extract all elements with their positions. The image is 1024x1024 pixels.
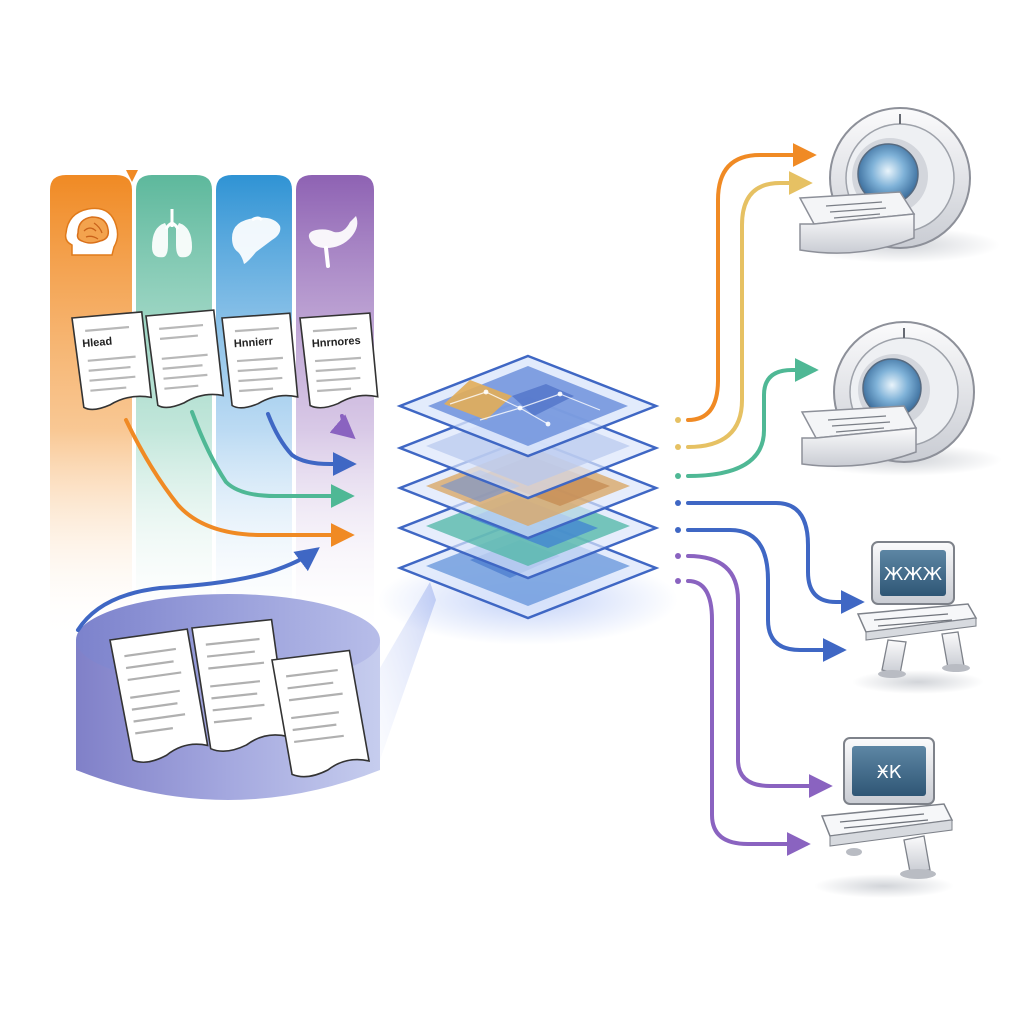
arrow-head-to-model <box>124 418 355 547</box>
screen-text: ЖЖЖ <box>884 564 943 585</box>
document-card-lungs <box>145 309 225 409</box>
arrow-model-to-ct-middle <box>686 358 819 478</box>
workstation-icon: ӾК <box>814 737 954 898</box>
database-document <box>191 618 289 753</box>
document-label: Hnnierr <box>233 335 274 350</box>
document-label: Hlead <box>82 336 113 351</box>
model-layer-top <box>396 354 660 458</box>
document-database <box>76 547 436 800</box>
ct-scanner-icon <box>800 321 1002 476</box>
arrow-model-to-workstation-a <box>686 501 865 614</box>
ct-scanner-icon <box>798 107 1000 263</box>
column-documents: Hlead Hnnierr Hnrnores <box>71 309 379 411</box>
organ-columns <box>50 170 374 640</box>
document-card-liver: Hnnierr <box>221 312 299 409</box>
arrow-model-to-workstation-c <box>686 554 833 798</box>
arrow-model-to-ct-top-amber <box>686 171 813 449</box>
database-document <box>271 649 371 778</box>
arrow-model-to-workstation-d <box>686 579 811 856</box>
output-port-dots <box>675 417 681 584</box>
lungs-icon <box>152 209 192 258</box>
arrow-database-to-model <box>76 547 320 632</box>
layered-model-stack <box>378 354 678 645</box>
stomach-icon <box>308 216 358 268</box>
database-document <box>109 628 209 764</box>
document-card-head: Hlead <box>71 311 153 411</box>
workstation-icon: ЖЖЖ <box>852 541 984 694</box>
document-card-stomach: Hnrnores <box>299 312 379 409</box>
column-notch <box>126 170 138 182</box>
input-arrows <box>124 410 357 547</box>
liver-icon <box>232 216 281 264</box>
arrow-liver-to-model <box>266 412 357 476</box>
brain-head-icon <box>64 207 119 256</box>
column-liver <box>216 175 292 640</box>
arrow-model-to-ct-top-orange <box>686 143 817 422</box>
output-arrows <box>686 143 865 856</box>
document-label: Hnrnores <box>311 335 361 350</box>
screen-text: ӾК <box>876 762 901 783</box>
arrow-stomach-to-model <box>329 414 356 440</box>
arrow-model-to-workstation-b <box>686 528 847 662</box>
arrow-lungs-to-model <box>190 410 355 508</box>
column-lungs <box>136 175 212 640</box>
